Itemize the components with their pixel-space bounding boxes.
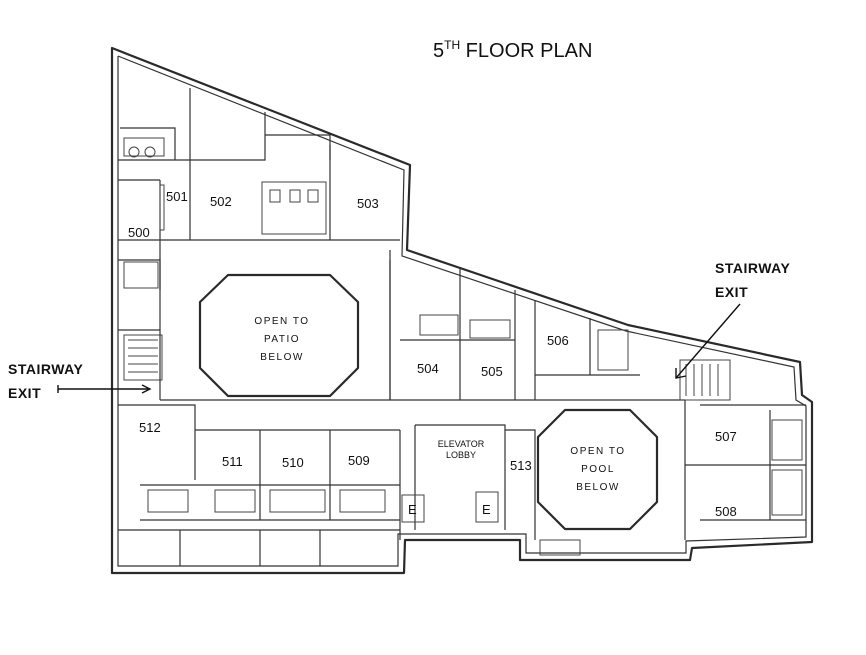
room-label-507: 507 — [715, 429, 737, 444]
room-label-509: 509 — [348, 453, 370, 468]
stairway-exit-west: STAIRWAY EXIT — [8, 361, 152, 401]
elevator-2 — [475, 491, 499, 523]
svg-text:BELOW: BELOW — [260, 352, 304, 363]
room-label-500: 500 — [128, 225, 150, 240]
elevator-lobby-label: ELEVATOR LOBBY — [438, 439, 485, 460]
open-to-patio-area — [198, 273, 360, 398]
room-label-502: 502 — [210, 194, 232, 209]
svg-text:OPEN TO: OPEN TO — [254, 316, 309, 327]
svg-text:EXIT: EXIT — [715, 284, 748, 300]
exit-arrow-east — [675, 303, 741, 379]
room-label-501: 501 — [166, 189, 188, 204]
room-label-505: 505 — [481, 364, 503, 379]
room-label-512: 512 — [139, 420, 161, 435]
room-label-506: 506 — [547, 333, 569, 348]
room-label-503: 503 — [357, 196, 379, 211]
svg-text:EXIT: EXIT — [8, 385, 41, 401]
room-label-510: 510 — [282, 455, 304, 470]
stairway-exit-east: STAIRWAY EXIT — [675, 260, 790, 379]
patio-label: OPEN TO PATIO BELOW — [254, 316, 309, 363]
room-label-508: 508 — [715, 504, 737, 519]
svg-text:ELEVATOR: ELEVATOR — [438, 439, 485, 449]
svg-text:POOL: POOL — [581, 464, 615, 475]
interior-walls-north — [118, 88, 400, 241]
svg-text:OPEN TO: OPEN TO — [570, 446, 625, 457]
svg-text:STAIRWAY: STAIRWAY — [715, 260, 790, 276]
exit-arrow-west — [58, 384, 152, 394]
building-outline — [110, 46, 814, 575]
svg-text:PATIO: PATIO — [264, 334, 300, 345]
pool-label: OPEN TO POOL BELOW — [570, 446, 625, 493]
room-label-504: 504 — [417, 361, 439, 376]
room-labels: 500 501 502 503 504 505 506 507 508 509 … — [128, 189, 737, 519]
interior-walls-middle — [389, 260, 640, 400]
interior-walls-west — [118, 240, 685, 401]
elevator-mark-2: E — [482, 502, 491, 517]
open-to-pool-area — [536, 408, 659, 531]
svg-text:BELOW: BELOW — [576, 482, 620, 493]
elevator-lobby-walls — [401, 424, 536, 540]
interior-walls-south — [118, 404, 401, 566]
interior-walls-east — [539, 400, 806, 556]
svg-text:LOBBY: LOBBY — [446, 450, 476, 460]
east-stair — [679, 359, 731, 401]
plan-title: 5TH FLOOR PLAN — [433, 38, 592, 62]
room-label-513: 513 — [510, 458, 532, 473]
elevator-1 — [401, 494, 425, 523]
svg-text:STAIRWAY: STAIRWAY — [8, 361, 83, 377]
room-label-511: 511 — [222, 454, 243, 469]
elevator-mark-1: E — [408, 502, 417, 517]
